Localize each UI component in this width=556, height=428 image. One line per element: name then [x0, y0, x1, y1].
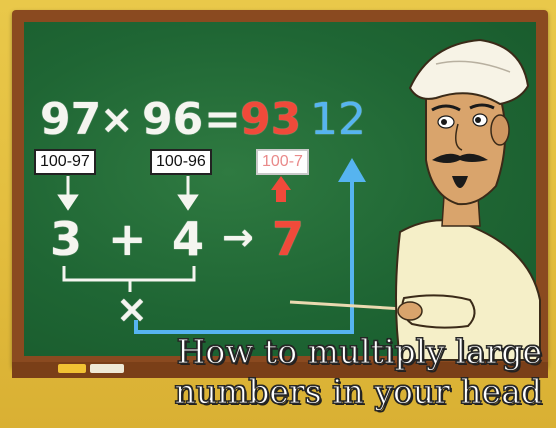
label-100-minus-96: 100-96 — [150, 149, 212, 175]
work-times-mark: × — [116, 287, 148, 331]
work-arrow: → — [222, 215, 254, 259]
caption-line-1: How to multiply large — [176, 332, 542, 372]
teacher-character — [395, 38, 541, 361]
work-digit-7: 7 — [272, 212, 305, 266]
work-plus-sign: + — [108, 212, 147, 266]
chalk-tray — [12, 362, 548, 378]
blue-arrow-head-icon — [338, 158, 366, 182]
result-left-digits: 93 — [240, 94, 302, 145]
bracket-line — [62, 266, 196, 282]
label-100-minus-97: 100-97 — [34, 149, 96, 175]
work-digit-4: 4 — [172, 212, 205, 266]
chalk-stick-yellow — [58, 364, 86, 373]
result-right-digits: 12 — [310, 94, 366, 145]
up-arrow-red-icon — [271, 176, 291, 202]
work-digit-3: 3 — [50, 212, 83, 266]
equation-times-sign: × — [100, 97, 134, 143]
video-caption: How to multiply large numbers in your he… — [0, 332, 556, 412]
equation-operand-b: 96 — [142, 94, 204, 145]
equation-operand-a: 97 — [40, 94, 102, 145]
caption-line-2: numbers in your head — [174, 372, 543, 412]
label-100-minus-7: 100-7 — [256, 149, 309, 175]
equation-equals-sign: = — [204, 94, 241, 145]
turban-icon — [408, 38, 530, 106]
chalk-stick-white — [90, 364, 124, 373]
down-arrow-left-icon — [57, 176, 79, 211]
down-arrow-right-icon — [177, 176, 199, 211]
blue-arrow-path — [134, 176, 354, 334]
mustache-icon — [432, 153, 488, 163]
